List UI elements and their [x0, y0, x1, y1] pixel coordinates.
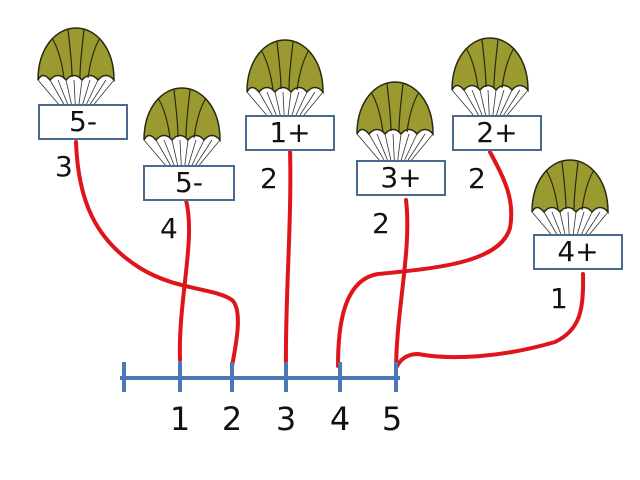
- string-p6: [394, 272, 586, 370]
- number-line: [120, 362, 400, 392]
- tick-label-3: 3: [275, 400, 297, 438]
- label-line2-p1: 3: [55, 150, 73, 183]
- label-line2-p2: 4: [160, 212, 178, 245]
- tick-label-1: 1: [169, 400, 191, 438]
- string-p2: [177, 198, 192, 362]
- label-line1-p1: 5-: [69, 105, 97, 138]
- label-line2-p3: 2: [260, 162, 278, 195]
- string-p3: [283, 148, 293, 368]
- label-box-p2: 5-: [143, 165, 235, 201]
- label-box-p1: 5-: [38, 104, 128, 140]
- string-p4: [394, 198, 410, 374]
- label-box-p5: 2+: [452, 115, 542, 151]
- tick-label-5: 5: [381, 400, 403, 438]
- label-line1-p5: 2+: [476, 116, 518, 149]
- label-line2-p6: 1: [550, 282, 568, 315]
- label-line1-p3: 1+: [269, 116, 311, 149]
- string-p1: [74, 140, 240, 368]
- label-line2-p5: 2: [468, 162, 486, 195]
- tick-label-4: 4: [329, 400, 351, 438]
- label-line1-p6: 4+: [557, 235, 599, 268]
- label-box-p3: 1+: [245, 115, 335, 151]
- label-box-p4: 3+: [356, 160, 446, 196]
- label-line1-p4: 3+: [380, 161, 422, 194]
- label-line1-p2: 5-: [175, 166, 203, 199]
- label-box-p6: 4+: [533, 234, 623, 270]
- tick-label-2: 2: [221, 400, 243, 438]
- string-p5: [336, 150, 514, 368]
- label-line2-p4: 2: [372, 207, 390, 240]
